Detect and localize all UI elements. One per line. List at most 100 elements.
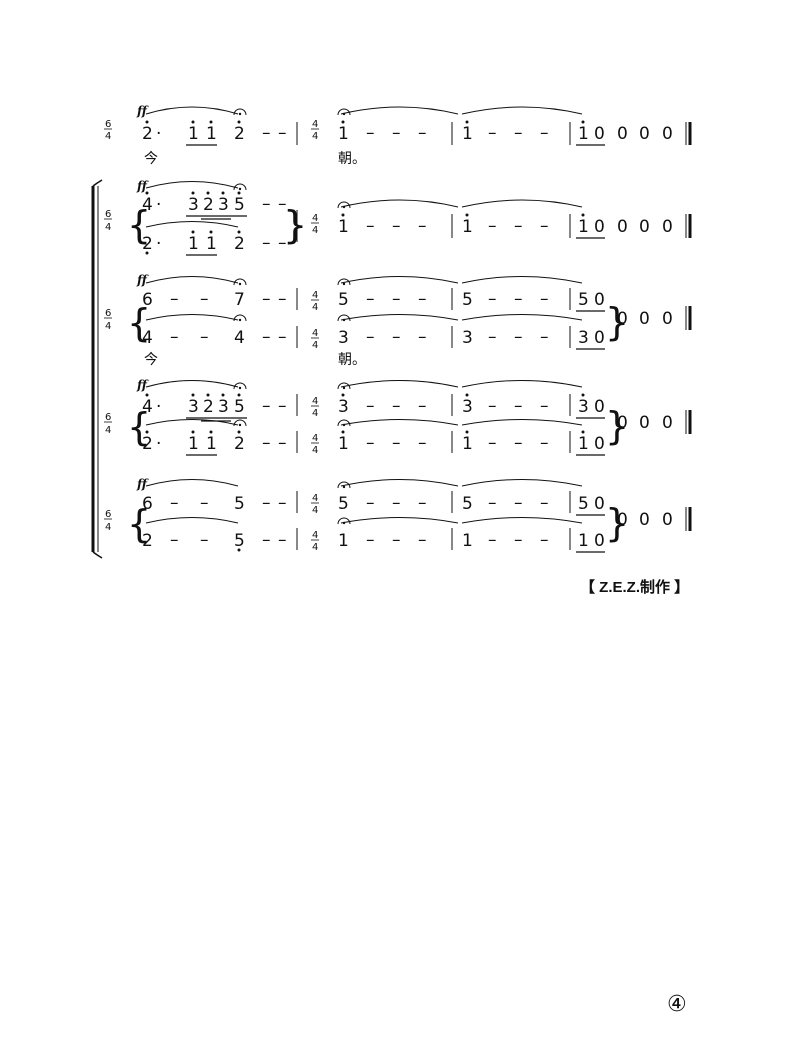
dash: – [392,216,401,236]
dash: – [392,433,401,453]
note: 2 [203,397,214,417]
dash: – [262,433,271,453]
dash: – [418,289,427,309]
time-signature-den: 4 [312,225,318,236]
time-signature-num: 4 [312,213,318,224]
note: 5 [234,531,245,551]
note: 1 [462,124,473,144]
time-signature-den: 4 [312,131,318,142]
dynamic-mark: ff [136,104,149,118]
score-system: 6 4 ff 2 · 1 1 2 – – 4 4 1 – – – 1 – – – [91,104,692,559]
fermata [337,481,351,489]
dash: – [514,396,523,416]
fermata [233,419,247,427]
lyric: 朝。 [338,352,366,368]
dash: – [200,289,209,309]
note: 2 [142,234,153,254]
note: 3 [338,397,349,417]
rest: 0 [594,494,605,514]
note: 3 [578,328,589,348]
dash: – [392,493,401,513]
system-bracket [91,179,103,559]
time-signature-num: 4 [312,290,318,301]
time-signature-num: 4 [312,396,318,407]
note: 1 [462,434,473,454]
dash: – [488,123,497,143]
dash: – [514,327,523,347]
note: 1 [206,434,217,454]
time-signature-num: 4 [312,530,318,541]
note: 1 [188,124,199,144]
dash: – [418,327,427,347]
fermata [337,382,351,390]
dash: – [514,216,523,236]
dash: – [170,327,179,347]
dash: – [366,327,375,347]
fermata [233,183,247,191]
rest: 0 [594,290,605,310]
dash: – [392,327,401,347]
note: 5 [578,494,589,514]
voice-4: 6 4 { ff 4 · 3 2 3 5 – – 3 – – – 3 [104,378,692,456]
note: 3 [218,397,229,417]
fermata [233,314,247,322]
voice-5: 6 4 { ff 6 – – 5 – – 5 – – – 5 – – – 5 0… [104,477,692,553]
voice-3: 6 4 { ff 6 – – 7 – – 5 – – – 5 – – – 5 0… [104,273,692,351]
rest: 0 [594,124,605,144]
note: 1 [578,217,589,237]
note: 3 [218,195,229,215]
time-signature-num: 6 [105,308,111,319]
rest: 0 [617,217,628,237]
note: 7 [234,290,245,310]
brace-left: { [127,301,151,345]
time-signature-num: 4 [312,433,318,444]
note: 5 [234,195,245,215]
dynamic-mark: ff [136,378,149,392]
rest: 0 [594,397,605,417]
rest: 0 [617,510,628,530]
time-signature-num: 6 [105,509,111,520]
fermata [233,382,247,390]
dot-mark: · [156,397,161,417]
brace-left: { [127,502,151,546]
dash: – [200,493,209,513]
fermata [337,419,351,427]
time-signature-den: 4 [105,425,111,436]
note: 1 [338,434,349,454]
note: 5 [578,290,589,310]
note: 2 [142,434,153,454]
dash: – [278,396,287,416]
fermata [337,517,351,525]
dash: – [392,530,401,550]
note: 3 [338,328,349,348]
fermata [337,201,351,209]
dash: – [170,530,179,550]
dash: – [514,433,523,453]
note: 4 [142,328,153,348]
dot-mark: · [156,124,161,144]
dash: – [418,123,427,143]
brace-left: { [127,203,151,247]
note: 4 [234,328,245,348]
rest: 0 [662,510,673,530]
note: 3 [462,328,473,348]
dash: – [418,433,427,453]
note: 3 [462,397,473,417]
dash: – [514,289,523,309]
note: 5 [462,494,473,514]
note: 1 [578,124,589,144]
rest: 0 [617,413,628,433]
dash: – [418,493,427,513]
time-signature-num: 4 [312,119,318,130]
note: 1 [462,217,473,237]
brace-right: } [605,501,629,545]
dash: – [278,194,287,214]
note: 1 [338,217,349,237]
dash: – [200,327,209,347]
dash: – [366,433,375,453]
fermata [233,108,247,116]
note: 2 [234,234,245,254]
time-signature-den: 4 [105,522,111,533]
fermata [337,314,351,322]
rest: 0 [662,309,673,329]
